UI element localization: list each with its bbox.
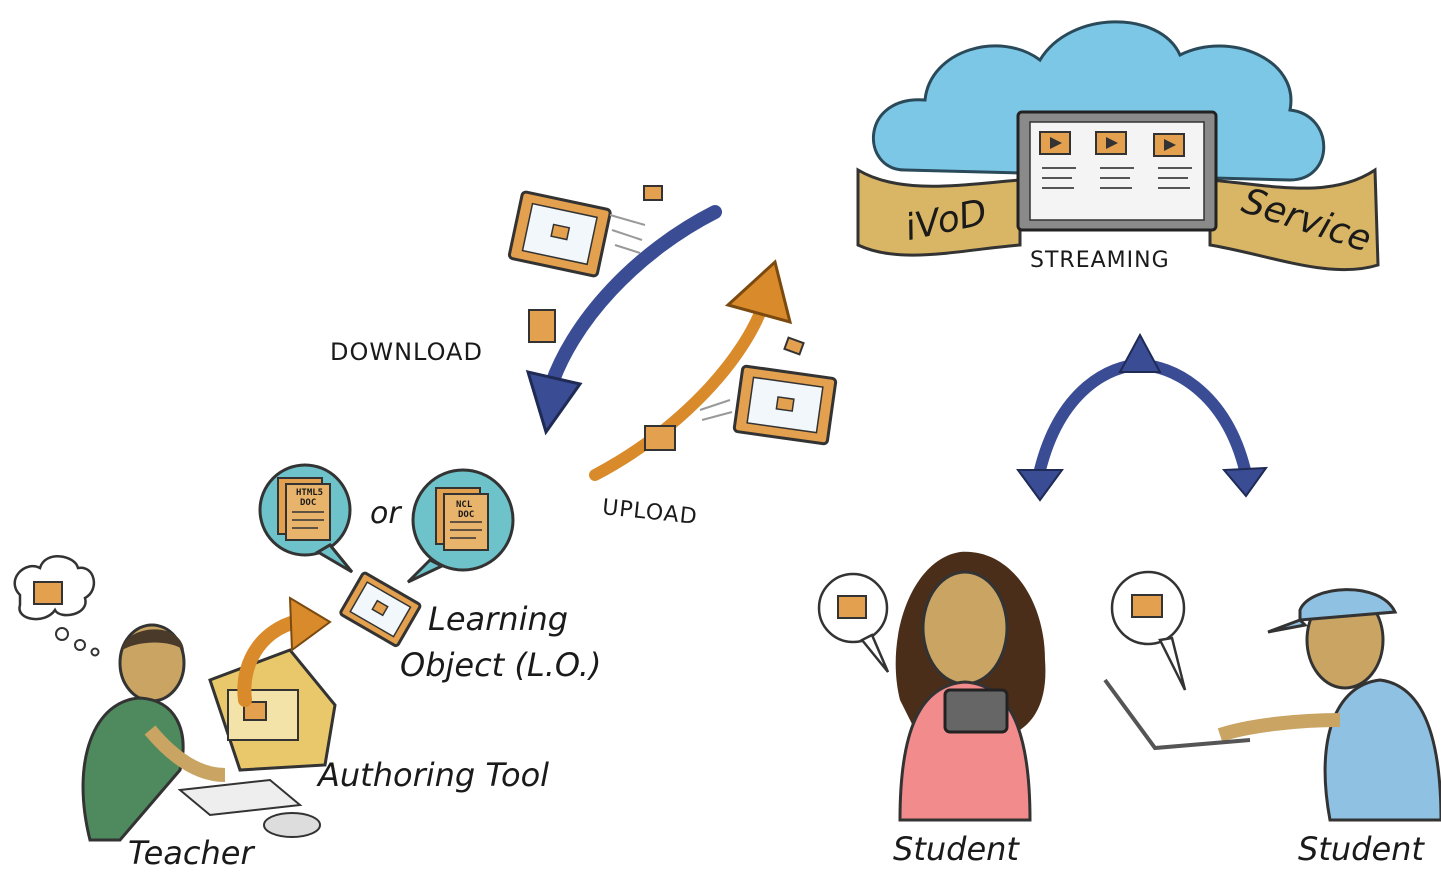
download-label: DOWNLOAD [330,338,483,366]
distribution-arrowhead-right [1221,466,1269,498]
teacher-label: Teacher [128,834,254,872]
streaming-label: STREAMING [1030,248,1170,273]
download-arrow [541,205,722,402]
distribution-arrow [1034,358,1251,476]
or-label: or [370,496,401,531]
html5-doc-bubble [258,463,354,574]
ncl-doc-tag: NCL [456,500,473,510]
banner-right [1208,167,1380,272]
upload-arrow [589,294,771,481]
student-right-figure [1103,570,1441,822]
teacher-figure [13,555,337,842]
laptop-icon [1103,678,1251,751]
student-left-label: Student [893,830,1019,868]
authoring-tool-label: Authoring Tool [318,756,550,794]
tablet-icon [943,688,1009,734]
video-frame-icons [507,185,838,451]
video-thumbnails [1039,131,1192,189]
html5-doc-tag: HTML5 [296,488,324,498]
learning-object-icon [339,571,422,648]
ncl-doc-sub: DOC [458,510,475,520]
ncl-doc-bubble [406,468,515,584]
student-left-figure [817,551,1046,822]
distribution-arrowhead-left [1016,469,1064,502]
student-right-label: Student [1298,830,1424,868]
upload-arrowhead [724,259,793,325]
html5-doc-sub: DOC [300,498,317,508]
ivod-cloud-service [856,20,1380,272]
learning-object-label-line1: Learning [428,600,569,638]
learning-object-label-line2: Object (L.O.) [400,646,602,684]
download-arrowhead [525,369,583,436]
